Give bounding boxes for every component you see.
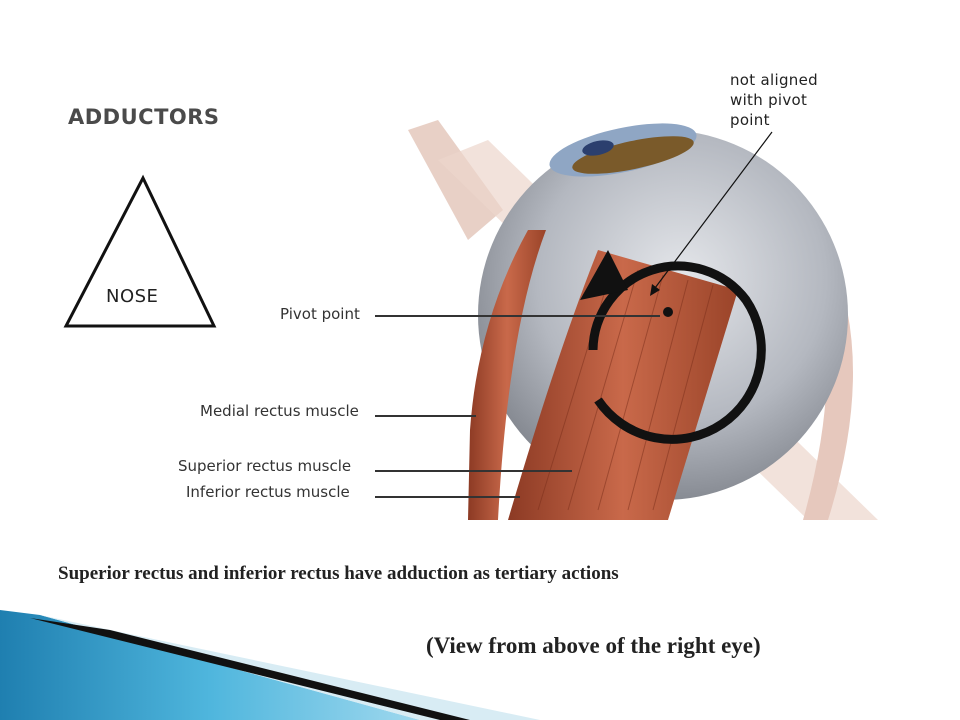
inferior-rectus-label: Inferior rectus muscle	[186, 483, 350, 501]
superior-rectus-muscle	[508, 250, 738, 520]
rotation-arrow-arc	[588, 261, 766, 444]
iris-highlight	[582, 140, 614, 156]
tertiary-action-caption: Superior rectus and inferior rectus have…	[58, 563, 619, 584]
note-pointer-arrowhead	[650, 284, 660, 296]
view-note: (View from above of the right eye)	[426, 633, 761, 658]
rotation-arrowhead	[580, 250, 628, 300]
pivot-point-label: Pivot point	[280, 305, 360, 323]
banner-black-stripe	[30, 618, 470, 720]
nose-triangle	[63, 174, 217, 328]
eye-illustration	[408, 120, 878, 520]
adductors-heading: ADDUCTORS	[68, 105, 220, 129]
nose-label: NOSE	[106, 286, 159, 307]
note-pointer-line	[651, 131, 773, 293]
banner-blue-wedge	[0, 610, 420, 720]
background-oblique-muscle	[408, 120, 503, 240]
medial-rectus-label: Medial rectus muscle	[200, 402, 359, 420]
medial-rectus-muscle	[468, 230, 546, 520]
superior-rectus-label: Superior rectus muscle	[178, 457, 352, 475]
pivot-point-dot	[663, 307, 673, 317]
alignment-note: not aligned with pivot point	[730, 71, 818, 129]
iris	[572, 136, 694, 174]
